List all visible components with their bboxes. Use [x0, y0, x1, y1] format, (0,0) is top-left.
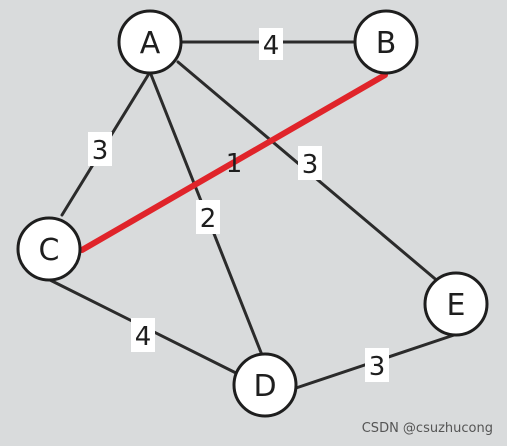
- weight-label-c-d: 4: [131, 318, 155, 352]
- weight-d-e: 3: [369, 352, 386, 382]
- weight-a-b: 4: [263, 31, 280, 61]
- watermark: CSDN @csuzhucong: [361, 421, 493, 436]
- node-e: E: [423, 271, 489, 337]
- weight-label-a-d: 2: [196, 200, 220, 234]
- node-a: A: [117, 9, 183, 75]
- weight-c-d: 4: [135, 322, 152, 352]
- node-c: C: [16, 216, 82, 282]
- weight-label-a-c: 3: [88, 132, 112, 166]
- weight-label-a-b: 4: [259, 28, 283, 61]
- node-b: B: [353, 9, 419, 75]
- weight-label-d-e: 3: [365, 348, 389, 382]
- weight-c-b: 1: [226, 149, 243, 179]
- node-c-label: C: [39, 233, 60, 268]
- weight-label-c-b: 1: [226, 149, 243, 179]
- weight-label-a-e: 3: [298, 146, 322, 180]
- node-a-label: A: [140, 26, 161, 61]
- edge-c-b: [79, 72, 388, 253]
- node-e-label: E: [447, 288, 466, 323]
- weight-a-e: 3: [302, 150, 319, 180]
- weight-a-c: 3: [92, 136, 109, 166]
- node-d: D: [232, 352, 298, 418]
- weight-a-d: 2: [200, 204, 217, 234]
- node-d-label: D: [253, 369, 276, 404]
- node-b-label: B: [376, 26, 397, 61]
